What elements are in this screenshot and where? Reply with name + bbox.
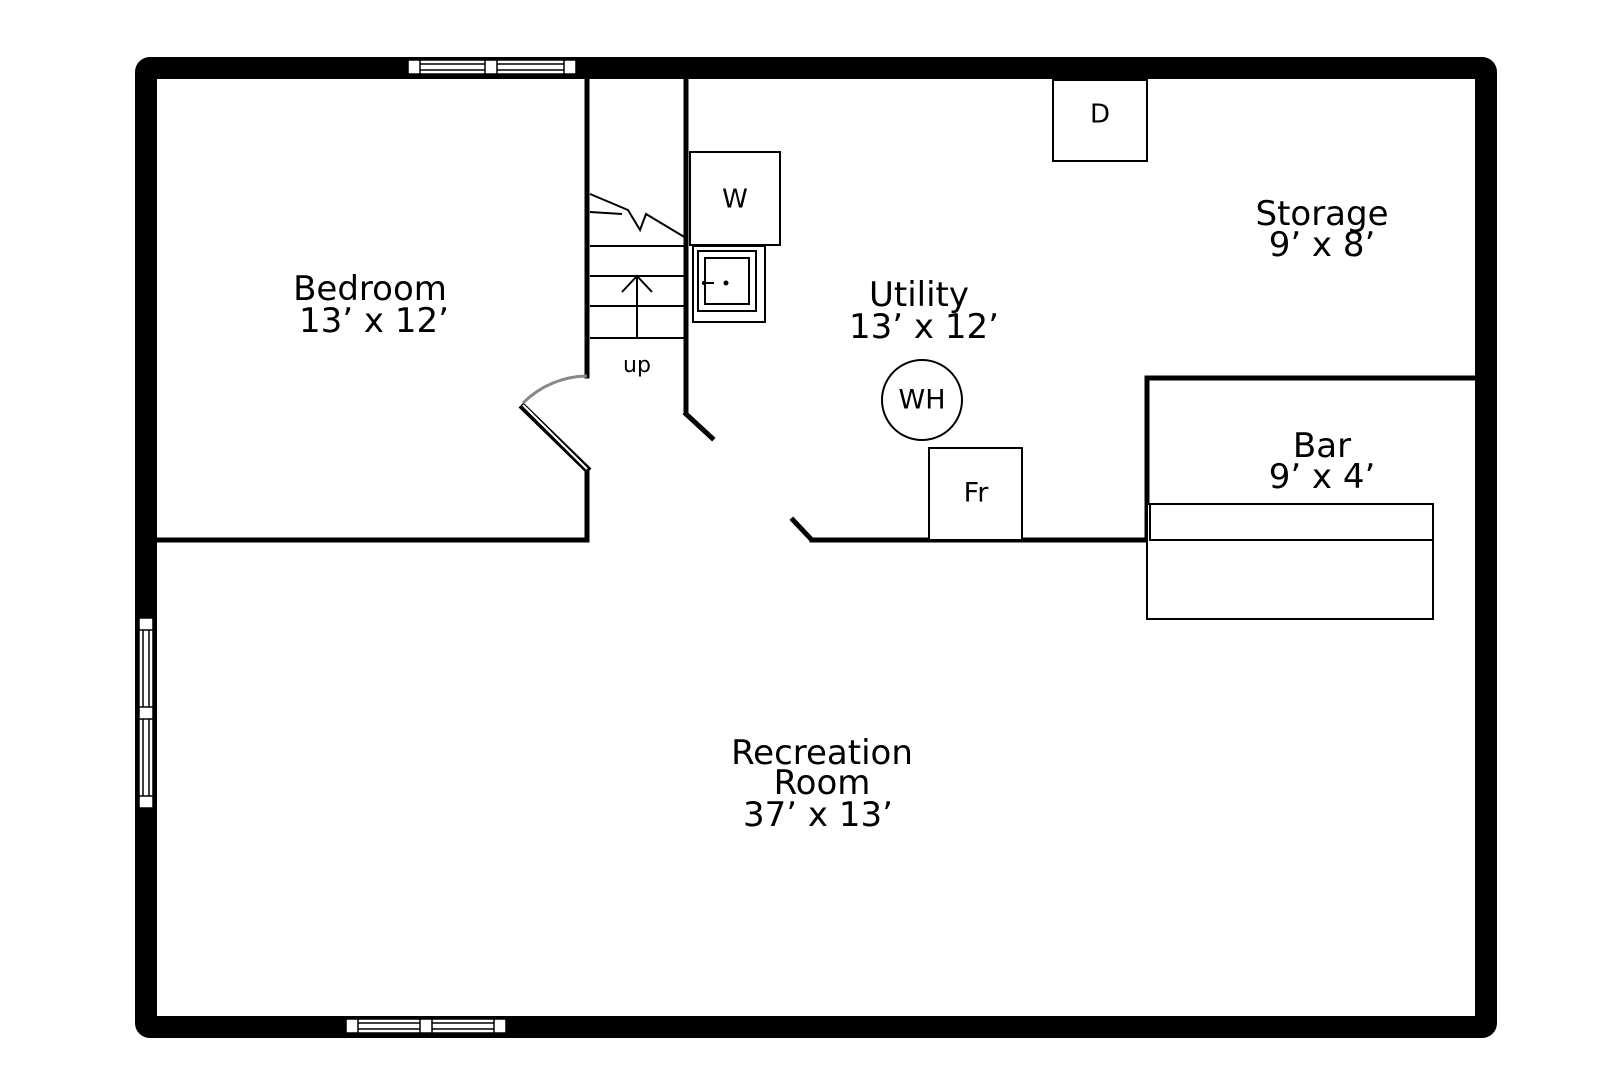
dryer — [1052, 79, 1148, 162]
storage-name: Storage — [1255, 194, 1388, 234]
bedroom-door — [518, 374, 592, 474]
utility-sink — [692, 245, 766, 323]
storage-size: 9’ x 8’ — [1269, 225, 1376, 265]
bar-name: Bar — [1293, 426, 1351, 466]
recreation-size: 37’ x 13’ — [743, 795, 893, 835]
washer — [689, 151, 781, 246]
window-bottom — [345, 1018, 507, 1034]
bar-size: 9’ x 4’ — [1269, 457, 1376, 497]
recreation-name-line1: Recreation — [731, 733, 913, 773]
stairs-label: up — [623, 353, 651, 378]
staircase — [589, 193, 687, 339]
window-top — [407, 59, 577, 75]
washer-label: W — [722, 185, 748, 215]
window-left — [138, 617, 154, 809]
utility-size: 13’ x 12’ — [849, 307, 999, 347]
dryer-label: D — [1090, 100, 1110, 130]
fridge — [928, 447, 1023, 541]
water-heater-label: WH — [899, 385, 946, 416]
water-heater — [881, 359, 963, 441]
fridge-label: Fr — [964, 478, 990, 509]
utility-name: Utility — [869, 275, 969, 315]
bedroom-size: 13’ x 12’ — [299, 301, 449, 341]
exterior-wall — [135, 57, 1497, 1038]
recreation-name-line2: Room — [774, 763, 871, 803]
bedroom-name: Bedroom — [293, 269, 447, 309]
bar-counter — [1146, 503, 1434, 620]
